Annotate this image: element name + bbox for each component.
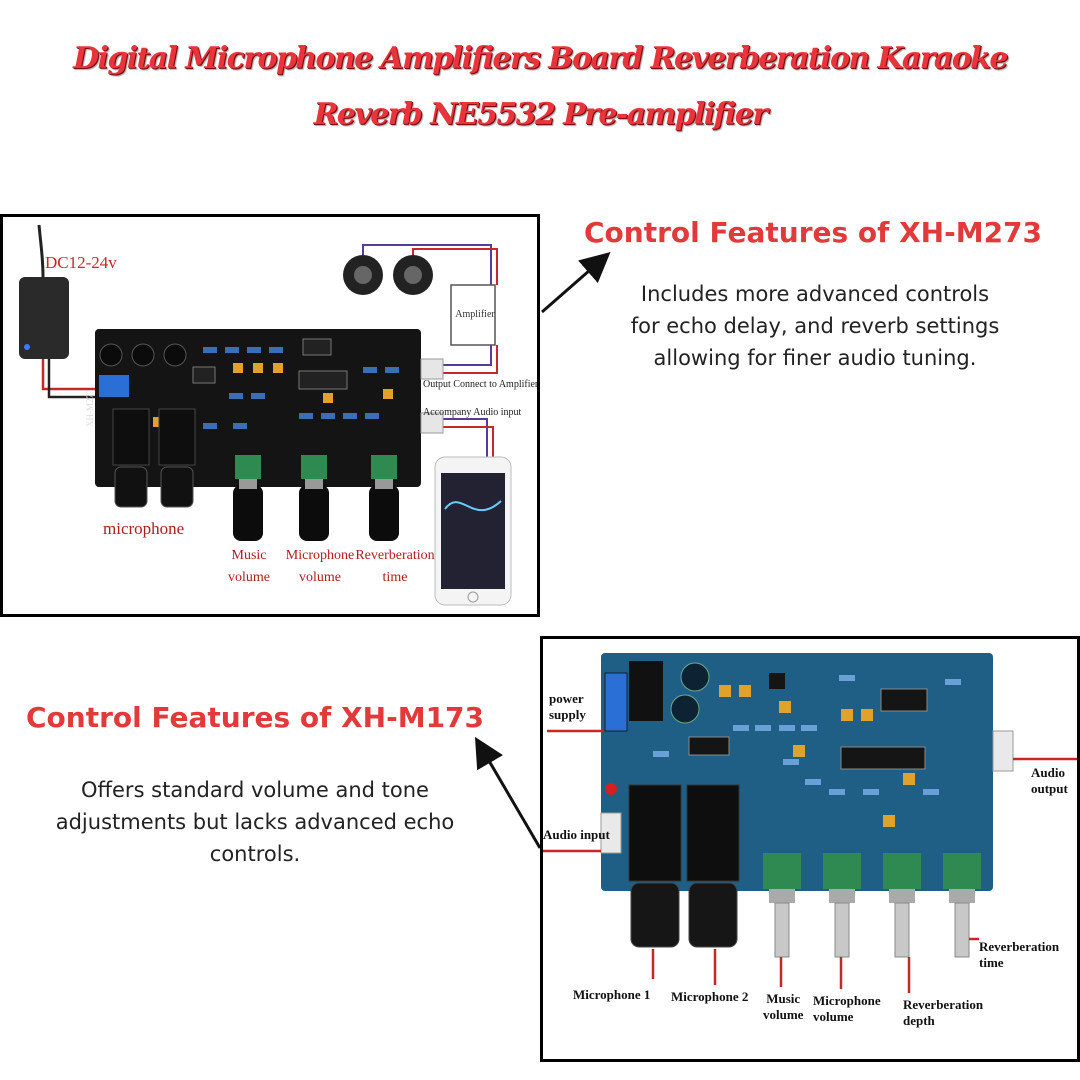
label-reverberation-depth: Reverberation depth bbox=[903, 997, 983, 1029]
label-microphone: microphone bbox=[103, 519, 185, 538]
xh-m173-board-illustration bbox=[543, 653, 1077, 993]
label-line: Microphone bbox=[813, 993, 881, 1008]
shaft-music-volume bbox=[774, 902, 790, 958]
desc-line: Offers standard volume and tone bbox=[81, 778, 429, 802]
desc-line: Includes more advanced controls bbox=[640, 282, 990, 306]
shaft-reverberation-time bbox=[954, 902, 970, 958]
mic1-jack bbox=[628, 784, 682, 882]
label-line: volume bbox=[299, 570, 341, 585]
label-amplifier: Amplifier bbox=[455, 309, 495, 320]
pot-reverberation-time bbox=[943, 853, 981, 889]
label-accompany-input: Accompany Audio input bbox=[423, 407, 522, 418]
label-line: supply bbox=[549, 707, 586, 722]
xh-m273-image-frame: DC12-24v Amplifier Output Connect to Amp… bbox=[0, 214, 540, 617]
label-microphone-1: Microphone 1 bbox=[573, 987, 651, 1002]
label-line: Microphone bbox=[285, 548, 355, 563]
pot-reverberation-time bbox=[371, 455, 397, 479]
label-line: volume bbox=[813, 1009, 854, 1024]
label-line: Reverberation bbox=[979, 939, 1060, 954]
pot-music-volume bbox=[763, 853, 801, 889]
silk-model-label: XH-M273 bbox=[85, 389, 95, 428]
label-output-connect: Output Connect to Amplifier bbox=[423, 379, 539, 390]
xh-m273-board-illustration bbox=[19, 224, 512, 606]
label-microphone-volume: Microphone volume bbox=[813, 993, 881, 1025]
page-title-line-2: Reverb NE5532 Pre-amplifier bbox=[313, 97, 768, 132]
label-line: volume bbox=[228, 570, 270, 585]
label-line: depth bbox=[903, 1013, 935, 1028]
label-line: Audio bbox=[1031, 765, 1065, 780]
label-line: Reverberation bbox=[355, 548, 435, 563]
label-reverberation-time: Reverberation time bbox=[979, 939, 1059, 971]
label-microphone-volume: Microphone volume bbox=[277, 545, 363, 589]
desc-xh-m273: Includes more advanced controls for echo… bbox=[580, 278, 1050, 374]
shaft-microphone-volume bbox=[834, 902, 850, 958]
label-line: power bbox=[549, 691, 584, 706]
heading-xh-m273: Control Features of XH-M273 bbox=[584, 216, 1043, 249]
pot-reverberation-depth bbox=[883, 853, 921, 889]
heading-xh-m173: Control Features of XH-M173 bbox=[26, 701, 485, 734]
desc-line: adjustments but lacks advanced echo bbox=[55, 810, 455, 834]
label-line: time bbox=[979, 955, 1004, 970]
label-line: Music bbox=[231, 548, 267, 563]
label-power-supply: power supply bbox=[549, 691, 586, 723]
label-music-volume: Music volume bbox=[763, 991, 803, 1023]
pot-microphone-volume bbox=[823, 853, 861, 889]
label-dc-power: DC12-24v bbox=[45, 253, 117, 272]
arrow-to-m173-heading bbox=[474, 736, 542, 849]
mic2-jack bbox=[686, 784, 740, 882]
arrow-to-m273-heading bbox=[541, 252, 611, 314]
label-line: output bbox=[1031, 781, 1068, 796]
knob-microphone-volume bbox=[299, 485, 329, 541]
desc-line: controls. bbox=[209, 842, 301, 866]
label-microphone-2: Microphone 2 bbox=[671, 989, 749, 1004]
power-terminal bbox=[604, 672, 628, 732]
label-audio-output: Audio output bbox=[1031, 765, 1068, 797]
mic1-jack bbox=[112, 408, 150, 466]
dc-terminal bbox=[99, 375, 129, 397]
desc-xh-m173: Offers standard volume and tone adjustme… bbox=[20, 774, 490, 870]
label-line: volume bbox=[763, 1007, 804, 1022]
desc-line: for echo delay, and reverb settings bbox=[630, 314, 1000, 338]
voltage-regulator bbox=[629, 661, 663, 721]
xh-m173-image-frame: power supply Audio input Audio output Mi… bbox=[540, 636, 1080, 1062]
label-line: time bbox=[382, 570, 408, 585]
page-title-line-1: Digital Microphone Amplifiers Board Reve… bbox=[73, 41, 1008, 76]
power-adapter-icon bbox=[19, 277, 69, 359]
knob-music-volume bbox=[233, 485, 263, 541]
pot-microphone-volume bbox=[301, 455, 327, 479]
knob-reverberation-time bbox=[369, 485, 399, 541]
label-music-volume: Music volume bbox=[209, 545, 289, 589]
label-reverberation-time: Reverberation time bbox=[355, 545, 435, 589]
label-line: Music bbox=[766, 991, 801, 1006]
label-audio-input: Audio input bbox=[543, 827, 610, 842]
amplifier-box bbox=[450, 284, 496, 346]
label-line: Reverberation bbox=[903, 997, 984, 1012]
mic2-jack bbox=[158, 408, 196, 466]
pot-music-volume bbox=[235, 455, 261, 479]
desc-line: allowing for finer audio tuning. bbox=[653, 346, 977, 370]
shaft-reverberation-depth bbox=[894, 902, 910, 958]
